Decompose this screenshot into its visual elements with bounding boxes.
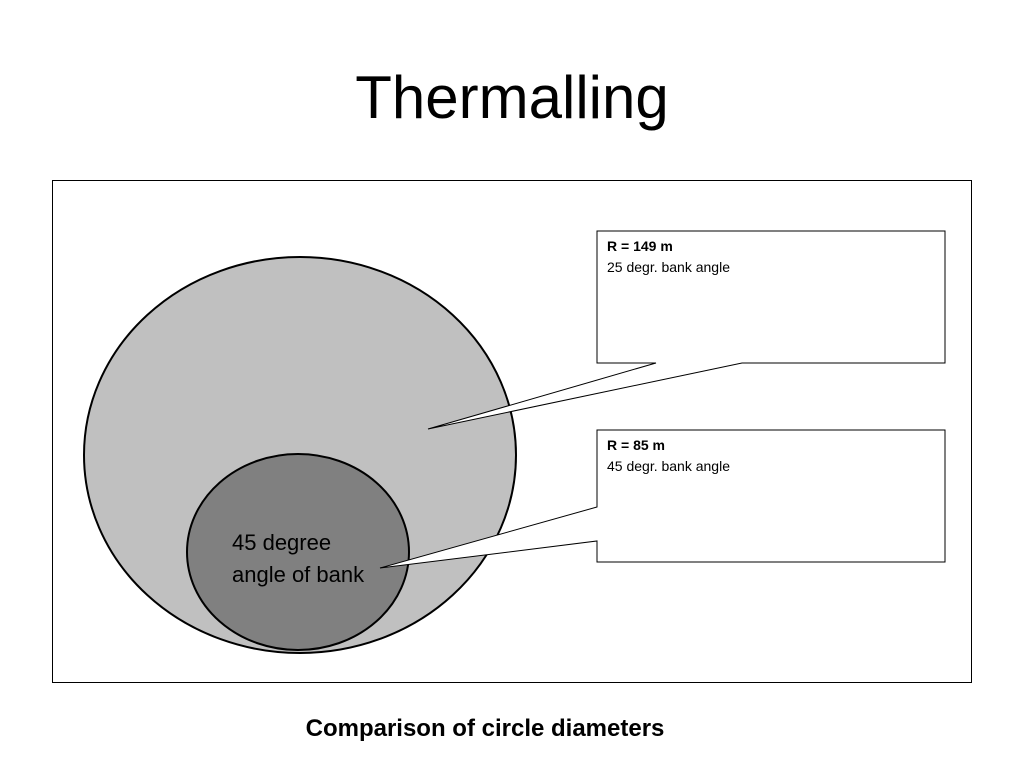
radius-label: R = 149 m — [607, 238, 673, 254]
inner-label-line-1: 45 degree — [232, 530, 332, 555]
bank-angle-label: 25 degr. bank angle — [607, 259, 730, 275]
slide-title: Thermalling — [355, 64, 669, 131]
inner-circle-label: 45 degree angle of bank — [232, 527, 364, 591]
radius-label: R = 85 m — [607, 437, 665, 453]
callout-text-85m: R = 85 m 45 degr. bank angle — [607, 435, 730, 477]
callout-box-149m — [427, 230, 946, 430]
small-circle-45-degree — [186, 453, 410, 651]
callout-box-85m — [379, 429, 946, 569]
inner-label-line-2: angle of bank — [232, 562, 365, 587]
callout-text-149m: R = 149 m 25 degr. bank angle — [607, 236, 730, 278]
diagram-caption: Comparison of circle diameters — [305, 715, 665, 742]
bank-angle-label: 45 degr. bank angle — [607, 458, 730, 474]
